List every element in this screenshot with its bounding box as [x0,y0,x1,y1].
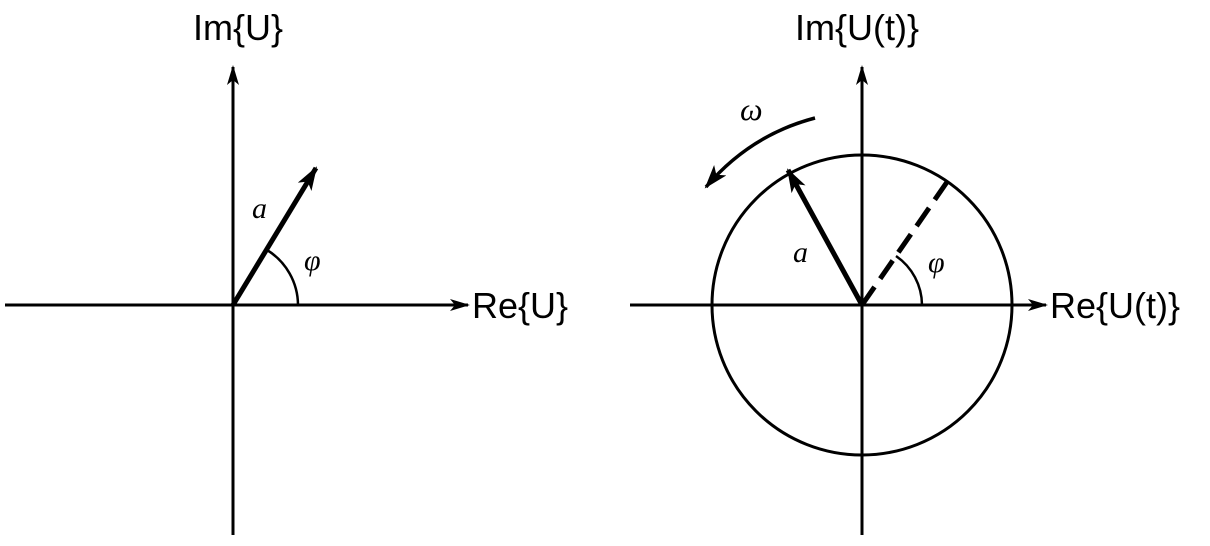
magnitude-label: a [252,192,267,225]
angle-arc [895,254,924,306]
angle-label: φ [304,244,321,277]
static-phasor-diagram: Re{U} Im{U} a φ [5,7,568,535]
initial-phase-dashed-line [859,180,950,307]
phasor-vector [230,166,319,307]
angular-velocity-label: ω [740,91,763,127]
real-axis-label: Re{U(t)} [1050,285,1180,326]
angle-arc [266,248,300,306]
rotating-phasor-diagram: Re{U(t)} Im{U(t)} a φ ω [630,7,1180,535]
magnitude-label: a [793,236,808,269]
rotation-arrow [704,116,816,189]
imaginary-axis-label: Im{U(t)} [795,7,919,48]
real-axis-label: Re{U} [472,285,568,326]
rotating-phasor-vector [785,168,865,307]
angle-label: φ [928,246,945,279]
imaginary-axis-label: Im{U} [193,7,283,48]
